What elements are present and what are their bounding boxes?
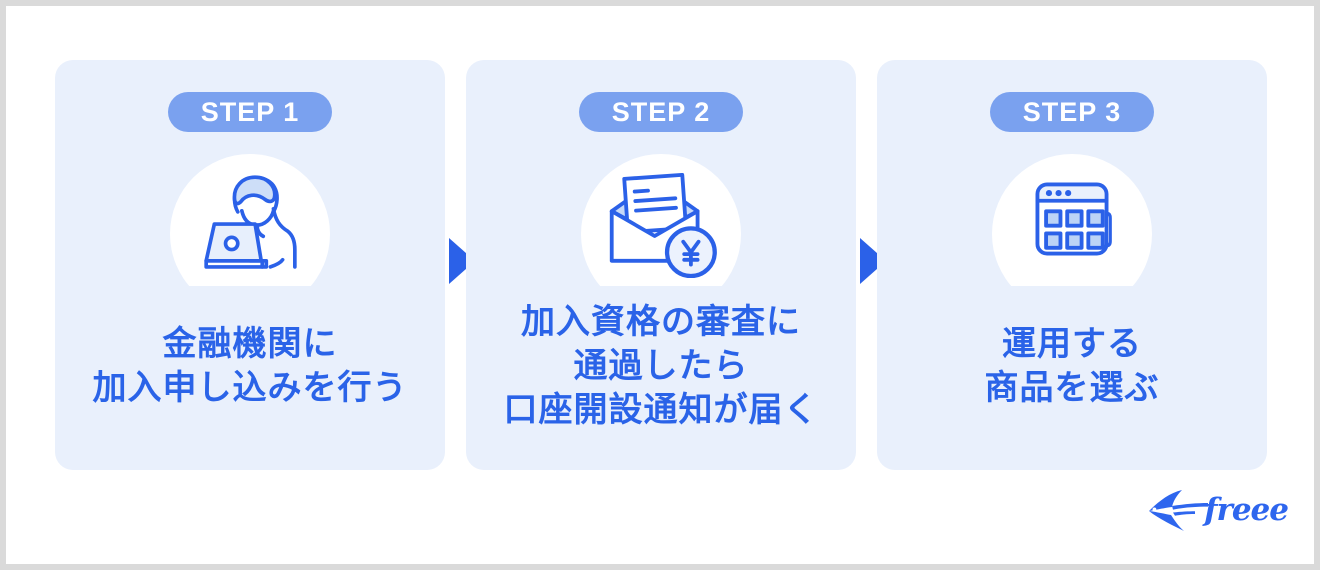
product-grid-window-icon xyxy=(1035,182,1112,256)
step-3-heading-line: 商品を選ぶ xyxy=(984,369,1160,407)
step-1-heading-line: 金融機関に xyxy=(162,325,338,363)
step-3-heading: 運用する 商品を選ぶ xyxy=(985,286,1160,470)
step-1-heading: 金融機関に 加入申し込みを行う xyxy=(93,286,408,470)
person-at-laptop-icon xyxy=(204,175,297,269)
step-2-icon-circle xyxy=(581,154,741,286)
step-card-2: STEP 2 xyxy=(466,60,856,470)
step-2-heading-line: 加入資格の審査に xyxy=(521,303,801,341)
step-1-badge: STEP 1 xyxy=(167,92,333,132)
step-1-heading-line: 加入申し込みを行う xyxy=(92,369,408,407)
step-3-badge: STEP 3 xyxy=(989,92,1155,132)
step-3-heading-line: 運用する xyxy=(1002,325,1142,363)
freee-logo-wordmark: freee xyxy=(1204,492,1289,528)
envelope-with-yen-coin-icon xyxy=(609,173,717,278)
step-card-1: STEP 1 xyxy=(55,60,445,470)
step-2-badge: STEP 2 xyxy=(578,92,744,132)
swallow-icon xyxy=(1149,490,1209,531)
step-1-icon-circle xyxy=(170,154,330,286)
step-2-heading-line: 通過したら xyxy=(573,347,749,385)
freee-logo: freee xyxy=(1148,488,1289,532)
step-3-icon-circle xyxy=(992,154,1152,286)
step-card-3: STEP 3 xyxy=(877,60,1267,470)
step-2-heading-line: 口座開設通知が届く xyxy=(503,391,819,429)
step-2-heading: 加入資格の審査に 通過したら 口座開設通知が届く xyxy=(504,286,819,470)
